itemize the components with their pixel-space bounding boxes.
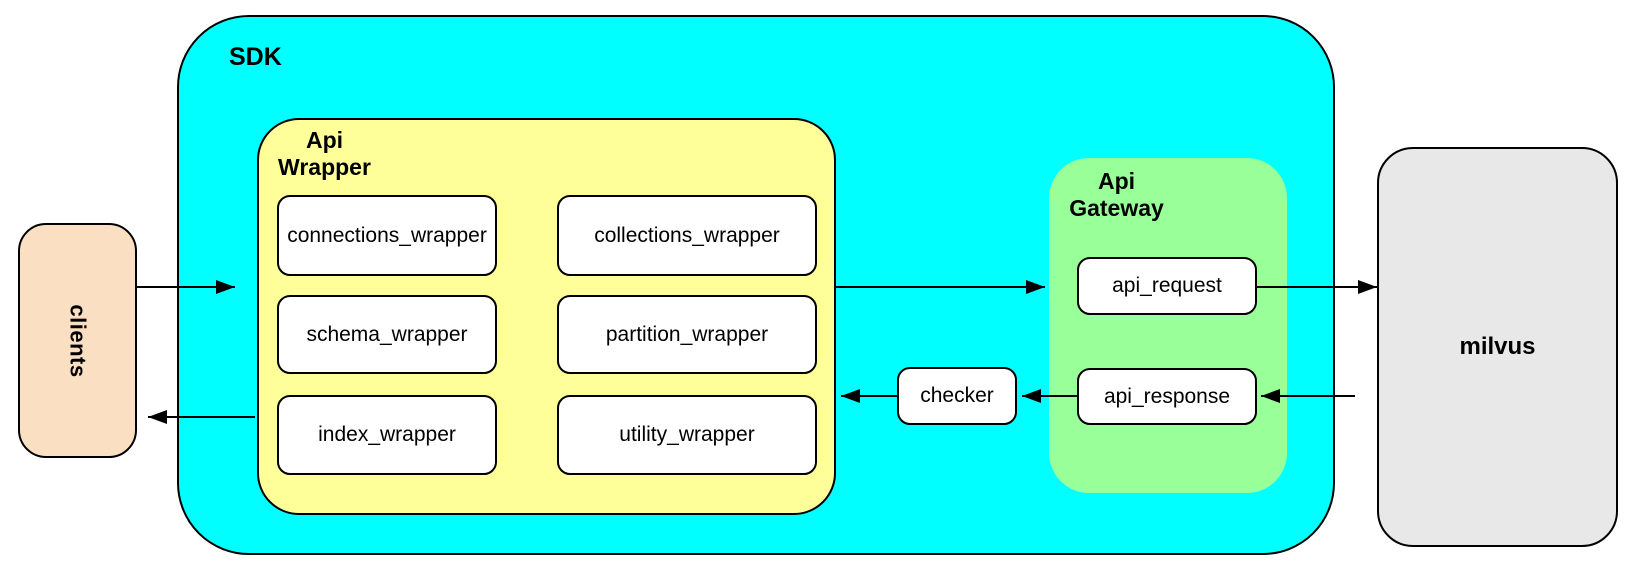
node-index-wrapper-label: index_wrapper <box>318 423 456 446</box>
node-schema-wrapper: schema_wrapper <box>277 295 497 374</box>
node-collections-wrapper-label: collections_wrapper <box>594 223 780 247</box>
clients-node: clients <box>18 223 137 458</box>
node-api-response-label: api_response <box>1103 384 1231 408</box>
node-connections-wrapper: connections_wrapper <box>277 195 497 276</box>
node-utility-wrapper: utility_wrapper <box>557 395 817 475</box>
node-partition-wrapper: partition_wrapper <box>557 295 817 374</box>
api-gateway-container: Api Gateway <box>1049 158 1287 493</box>
node-connections-wrapper-label: connections_wrapper <box>287 223 487 247</box>
node-schema-wrapper-label: schema_wrapper <box>306 322 468 346</box>
node-partition-wrapper-label: partition_wrapper <box>605 322 769 346</box>
sdk-label: SDK <box>229 43 282 71</box>
clients-label: clients <box>65 303 91 378</box>
node-index-wrapper: index_wrapper <box>277 395 497 475</box>
milvus-label: milvus <box>1459 333 1536 360</box>
node-api-request: api_request <box>1077 257 1257 315</box>
node-api-response: api_response <box>1077 368 1257 425</box>
api-wrapper-label: Api Wrapper <box>278 127 371 180</box>
node-checker-label: checker <box>920 384 994 407</box>
api-gateway-label: Api Gateway <box>1069 168 1164 221</box>
node-checker: checker <box>897 367 1017 425</box>
node-utility-wrapper-label: utility_wrapper <box>619 423 755 446</box>
node-collections-wrapper: collections_wrapper <box>557 195 817 276</box>
node-api-request-label: api_request <box>1112 274 1222 297</box>
milvus-node: milvus <box>1377 147 1618 547</box>
